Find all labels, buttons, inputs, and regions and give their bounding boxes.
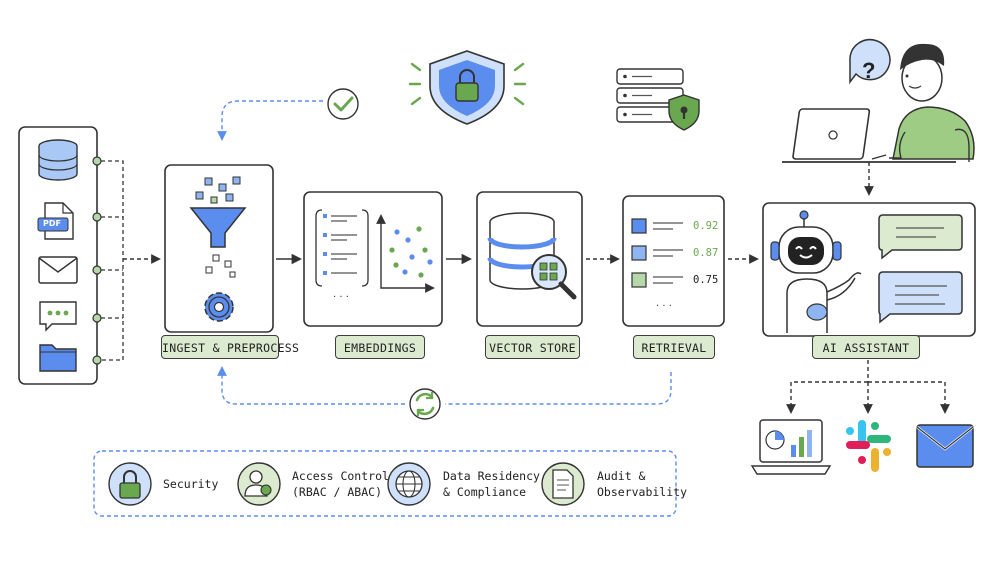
score-2: 0.87 — [693, 247, 719, 259]
legend-audit-doc-icon — [541, 462, 585, 506]
score-3: 0.75 — [693, 274, 719, 286]
legend-security-icon — [108, 462, 152, 506]
check-icon — [327, 88, 359, 120]
dashboard-icon — [750, 419, 832, 475]
embeddings-box: . . . — [303, 191, 443, 327]
label-vector-store: VECTOR STORE — [485, 335, 580, 359]
label-retrieval: RETRIEVAL — [633, 335, 715, 359]
top-loop-arrow — [217, 100, 323, 141]
bottom-loop-arrow — [222, 368, 672, 405]
assistant-panel — [762, 202, 976, 337]
legend-globe-icon — [387, 462, 431, 506]
label-embeddings: EMBEDDINGS — [335, 335, 425, 359]
question-mark: ? — [862, 58, 876, 83]
legend-frame — [93, 450, 677, 517]
assistant-reply-bubble-blue — [878, 271, 963, 324]
pdf-tag: PDF — [43, 219, 61, 228]
assistant-reply-bubble-green — [878, 214, 963, 260]
legend-security-label: Security — [163, 477, 219, 491]
user-at-laptop — [782, 43, 975, 163]
sources-panel — [18, 126, 124, 385]
legend-audit-label: Audit &Observability — [597, 469, 688, 499]
funnel-icon — [189, 207, 247, 248]
shield-lock-icon — [408, 50, 527, 125]
email-icon — [38, 256, 78, 284]
mail-icon — [916, 424, 974, 468]
refresh-icon — [409, 388, 441, 420]
label-ingest: INGEST & PREPROCESS — [161, 335, 299, 359]
chat-message-icon — [39, 301, 77, 332]
server-shield-icon — [616, 68, 700, 131]
legend-access-control-label: Access Control(RBAC / ABAC) — [292, 469, 389, 499]
database-icon — [38, 139, 78, 181]
vector-store-box — [476, 191, 583, 327]
retrieval-box: . . . — [622, 195, 725, 327]
output-branches — [790, 360, 946, 408]
robot-icon — [770, 210, 862, 333]
legend-data-residency-label: Data Residency& Compliance — [443, 469, 540, 499]
embedding-scatter — [389, 226, 433, 278]
svg-text:. . .: . . . — [656, 298, 672, 309]
magnifier-icon — [531, 254, 577, 300]
svg-text:. . .: . . . — [333, 289, 349, 300]
folder-icon — [39, 344, 77, 372]
slack-icon — [846, 420, 891, 472]
pdf-file-icon — [37, 202, 74, 240]
label-ai-assistant: AI ASSISTANT — [812, 335, 920, 359]
ingest-box — [164, 164, 274, 333]
legend-access-control-icon — [237, 462, 281, 506]
score-1: 0.92 — [693, 220, 719, 232]
gear-icon — [204, 292, 234, 322]
question-bubble-icon — [849, 38, 891, 85]
